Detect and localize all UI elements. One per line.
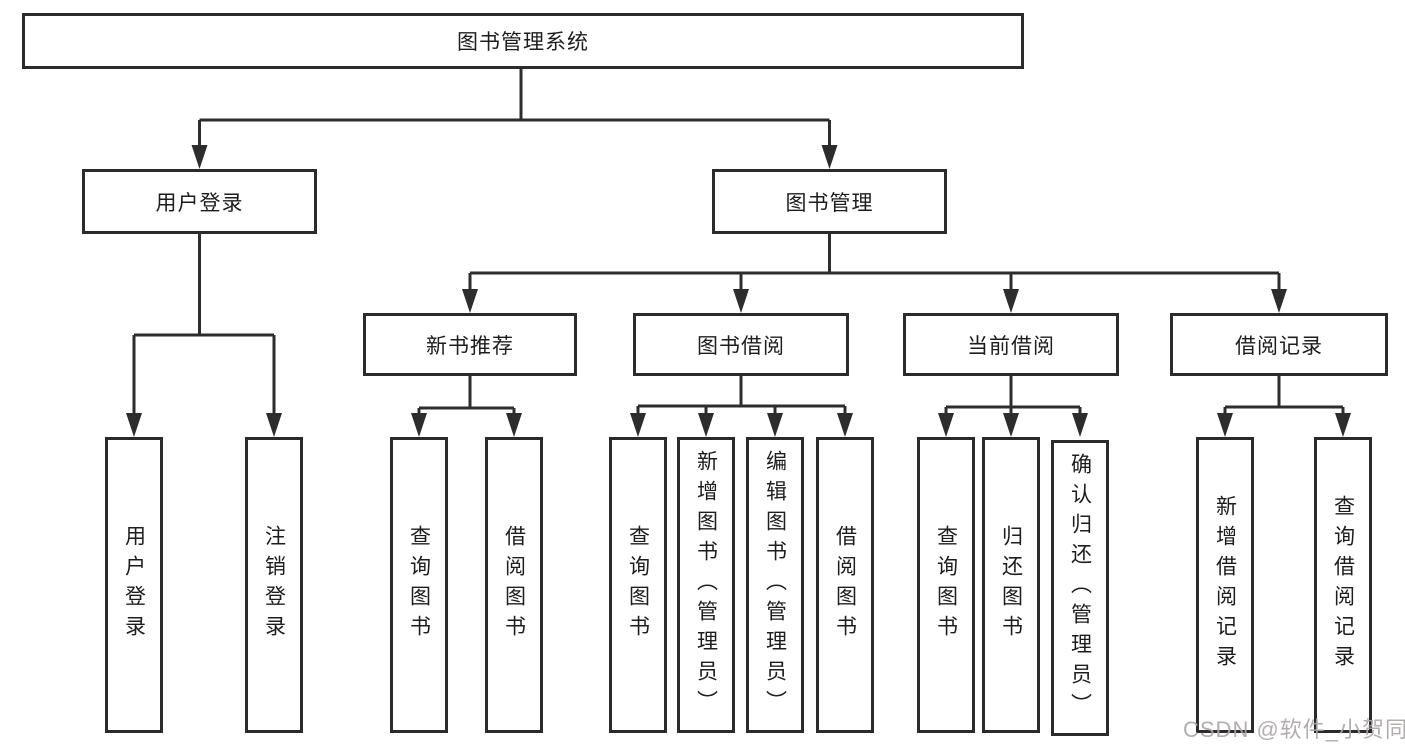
arrowhead [837, 413, 853, 437]
leaf-query-books-recommend-label: 查询图书 [407, 525, 431, 645]
node-book-management: 图书管理 [712, 169, 947, 234]
node-book-management-label: 图书管理 [785, 191, 874, 215]
arrowhead [698, 413, 714, 437]
arrowhead [767, 413, 783, 437]
leaf-query-books-current-label: 查询图书 [934, 525, 958, 645]
leaf-edit-books-admin-label: 编辑图书（管理员） [763, 450, 787, 720]
arrowhead [506, 413, 522, 437]
leaf-borrow-books-recommend-label: 借阅图书 [502, 525, 526, 645]
arrowhead [1217, 413, 1233, 437]
leaf-query-borrow-record: 查询借阅记录 [1314, 437, 1372, 733]
node-book-borrowing: 图书借阅 [633, 313, 849, 376]
arrowhead [1072, 413, 1088, 437]
arrowhead [1003, 289, 1019, 313]
arrowhead [938, 413, 954, 437]
leaf-return-books: 归还图书 [982, 437, 1040, 733]
arrowhead [191, 145, 208, 169]
arrowhead [821, 145, 838, 169]
node-library-management-system: 图书管理系统 [22, 13, 1024, 69]
node-book-borrowing-label: 图书借阅 [697, 334, 785, 358]
node-current-borrowing-label: 当前借阅 [967, 334, 1055, 358]
leaf-confirm-return-admin-label: 确认归还（管理员） [1068, 453, 1092, 723]
node-user-login: 用户登录 [82, 169, 317, 234]
arrowhead [266, 413, 282, 437]
leaf-query-books-borrow-label: 查询图书 [626, 525, 650, 645]
node-borrowing-records: 借阅记录 [1170, 313, 1388, 376]
leaf-query-books-borrow: 查询图书 [609, 437, 667, 733]
node-current-borrowing: 当前借阅 [903, 313, 1119, 376]
node-user-login-label: 用户登录 [155, 191, 244, 215]
leaf-edit-books-admin: 编辑图书（管理员） [746, 437, 804, 733]
node-new-book-recommendation: 新书推荐 [363, 313, 577, 376]
leaf-add-books-admin: 新增图书（管理员） [677, 437, 735, 733]
arrowhead [411, 413, 427, 437]
leaf-borrow-books-recommend: 借阅图书 [485, 437, 543, 733]
leaf-user-login: 用户登录 [105, 437, 163, 733]
leaf-logout-label: 注销登录 [262, 525, 286, 645]
leaf-user-login-label: 用户登录 [122, 525, 146, 645]
arrowhead [462, 289, 478, 313]
arrowhead [1271, 289, 1287, 313]
leaf-query-borrow-record-label: 查询借阅记录 [1331, 495, 1355, 675]
leaf-query-books-current: 查询图书 [917, 437, 975, 733]
arrowhead [733, 289, 749, 313]
leaf-query-books-recommend: 查询图书 [390, 437, 448, 733]
arrowhead [1335, 413, 1351, 437]
leaf-logout: 注销登录 [245, 437, 303, 733]
leaf-borrow-books: 借阅图书 [816, 437, 874, 733]
leaf-add-books-admin-label: 新增图书（管理员） [694, 450, 718, 720]
arrowhead [630, 413, 646, 437]
leaf-confirm-return-admin: 确认归还（管理员） [1051, 440, 1109, 736]
node-new-book-recommendation-label: 新书推荐 [426, 334, 514, 358]
node-library-management-system-label: 图书管理系统 [457, 31, 589, 54]
csdn-watermark: CSDN @软件_小贺同学 [1183, 717, 1405, 742]
leaf-add-borrow-record: 新增借阅记录 [1196, 437, 1254, 733]
node-borrowing-records-label: 借阅记录 [1235, 334, 1323, 358]
arrowhead [1003, 413, 1019, 437]
leaf-add-borrow-record-label: 新增借阅记录 [1213, 495, 1237, 675]
arrowhead [126, 413, 142, 437]
leaf-return-books-label: 归还图书 [999, 525, 1023, 645]
leaf-borrow-books-label: 借阅图书 [833, 525, 857, 645]
